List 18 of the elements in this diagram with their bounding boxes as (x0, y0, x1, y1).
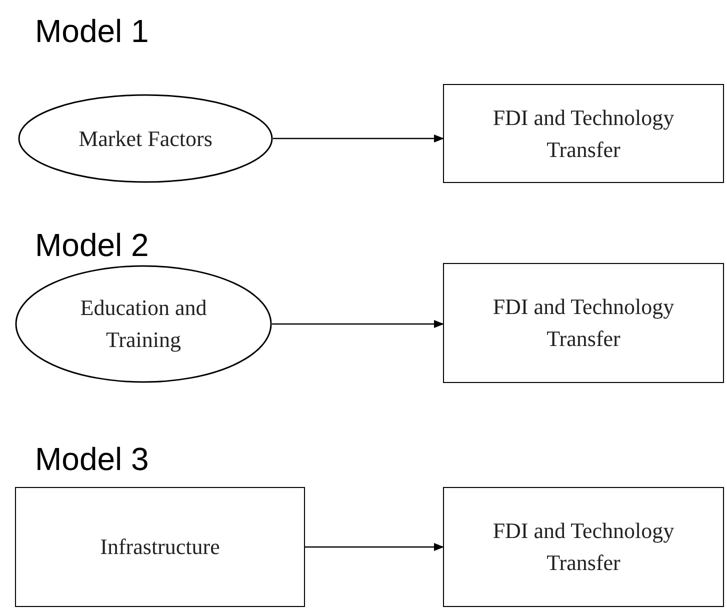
node-text: Market Factors (78, 124, 212, 152)
ellipse-node (15, 265, 272, 383)
model-heading: Model 3 (35, 440, 149, 478)
node-text: FDI and Technology Transfer (492, 104, 676, 164)
node-text: FDI and Technology Transfer (492, 517, 676, 577)
model-heading: Model 1 (35, 12, 149, 50)
rectangle-node (15, 487, 305, 607)
ellipse-node (18, 94, 273, 183)
node-text: Education and Training (79, 294, 208, 354)
node-text: FDI and Technology Transfer (492, 293, 676, 353)
rectangle-node (443, 487, 724, 607)
arrow (272, 320, 444, 328)
rectangle-node (443, 263, 724, 383)
rectangle-node (443, 84, 724, 183)
arrow (305, 543, 444, 551)
model-heading: Model 2 (35, 226, 149, 264)
arrow (273, 134, 444, 142)
node-text: Infrastructure (100, 533, 220, 561)
